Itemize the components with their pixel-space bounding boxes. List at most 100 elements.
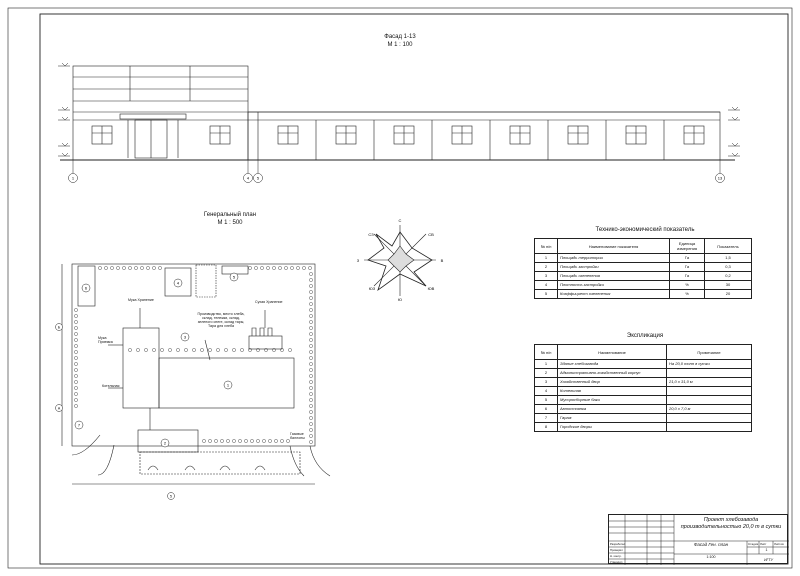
tree [74, 332, 78, 336]
tree [98, 266, 102, 270]
tree [309, 338, 313, 342]
tree [274, 439, 278, 443]
note-production: Производство, место хлеба, склад, тележк… [197, 312, 245, 328]
tree [309, 374, 313, 378]
tree [309, 410, 313, 414]
tree [240, 348, 244, 352]
tree [168, 348, 172, 352]
tree [74, 404, 78, 408]
tree [238, 439, 242, 443]
note-flour-storage: Мука Хранение [128, 298, 154, 302]
window-mullion [278, 126, 298, 144]
compass-label: З [357, 258, 360, 263]
plan-axis-b: Б [58, 326, 61, 330]
expl-title: Экспликация [626, 333, 664, 339]
facade-axis-1: 1 [72, 176, 75, 181]
building-2: 2 [164, 441, 167, 446]
facade-windows [91, 125, 705, 145]
tree [272, 266, 276, 270]
tree [309, 290, 313, 294]
building-5: 5 [233, 275, 236, 280]
building-1: 1 [227, 383, 230, 388]
tree [140, 266, 144, 270]
tree [122, 266, 126, 270]
tree [309, 320, 313, 324]
tree-dots [74, 266, 313, 444]
building-6: 6 [85, 286, 88, 291]
tree [309, 428, 313, 432]
compass-label: СЗ [368, 232, 374, 237]
tree [284, 266, 288, 270]
stamp-org: ИГТУ [763, 558, 774, 562]
tree [309, 278, 313, 282]
facade-axis-4: 4 [247, 176, 250, 181]
tree [220, 439, 224, 443]
title-block: Проект хлебозавода производительностью 2… [608, 514, 789, 565]
tree [224, 348, 228, 352]
tree [208, 439, 212, 443]
tree [278, 266, 282, 270]
tree [256, 348, 260, 352]
stamp-col-sheets: Листов [774, 542, 784, 546]
tree [250, 439, 254, 443]
tree [74, 398, 78, 402]
facade-title: Фасад 1-13 [384, 34, 416, 40]
tree [74, 320, 78, 324]
tree [309, 368, 313, 372]
stamp-project: Проект хлебозавода производительностью 2… [680, 517, 782, 530]
tree [309, 350, 313, 354]
elevation-marks [58, 62, 740, 157]
tech-title: Технико-экономический показатель [595, 227, 695, 233]
tree [290, 266, 294, 270]
tree [309, 356, 313, 360]
note-flour-receiving: Мука Приемка [98, 336, 113, 344]
compass-label: ЮЗ [369, 286, 376, 291]
facade-scale: М 1 : 100 [387, 42, 413, 48]
facade-drawing [60, 65, 735, 161]
note-dry-storage: Сухая Хранение [255, 300, 283, 304]
tree [74, 344, 78, 348]
tree [309, 422, 313, 426]
tree [309, 332, 313, 336]
tree [74, 314, 78, 318]
facade-axes [68, 160, 725, 183]
tree [74, 374, 78, 378]
stamp-scale: 1:100 [706, 555, 716, 559]
tree [280, 439, 284, 443]
tree [128, 266, 132, 270]
building-4: 4 [177, 281, 180, 286]
window-mullion [684, 126, 704, 144]
plan-axes [55, 323, 175, 500]
tree [74, 338, 78, 342]
tree [309, 344, 313, 348]
tree [74, 308, 78, 312]
tree [232, 439, 236, 443]
tree [266, 266, 270, 270]
tree [288, 348, 292, 352]
tree [208, 348, 212, 352]
window-mullion [336, 126, 356, 144]
tree [74, 380, 78, 384]
tree [200, 348, 204, 352]
stamp-sheet-name: Фасад Ген. план [693, 542, 729, 547]
stamp-col-stage: Стадия [748, 542, 759, 546]
tree [309, 416, 313, 420]
tree [136, 348, 140, 352]
tree [254, 266, 258, 270]
tree [184, 348, 188, 352]
outer-frame [7, 7, 793, 569]
facade-axis-5: 5 [257, 176, 260, 181]
